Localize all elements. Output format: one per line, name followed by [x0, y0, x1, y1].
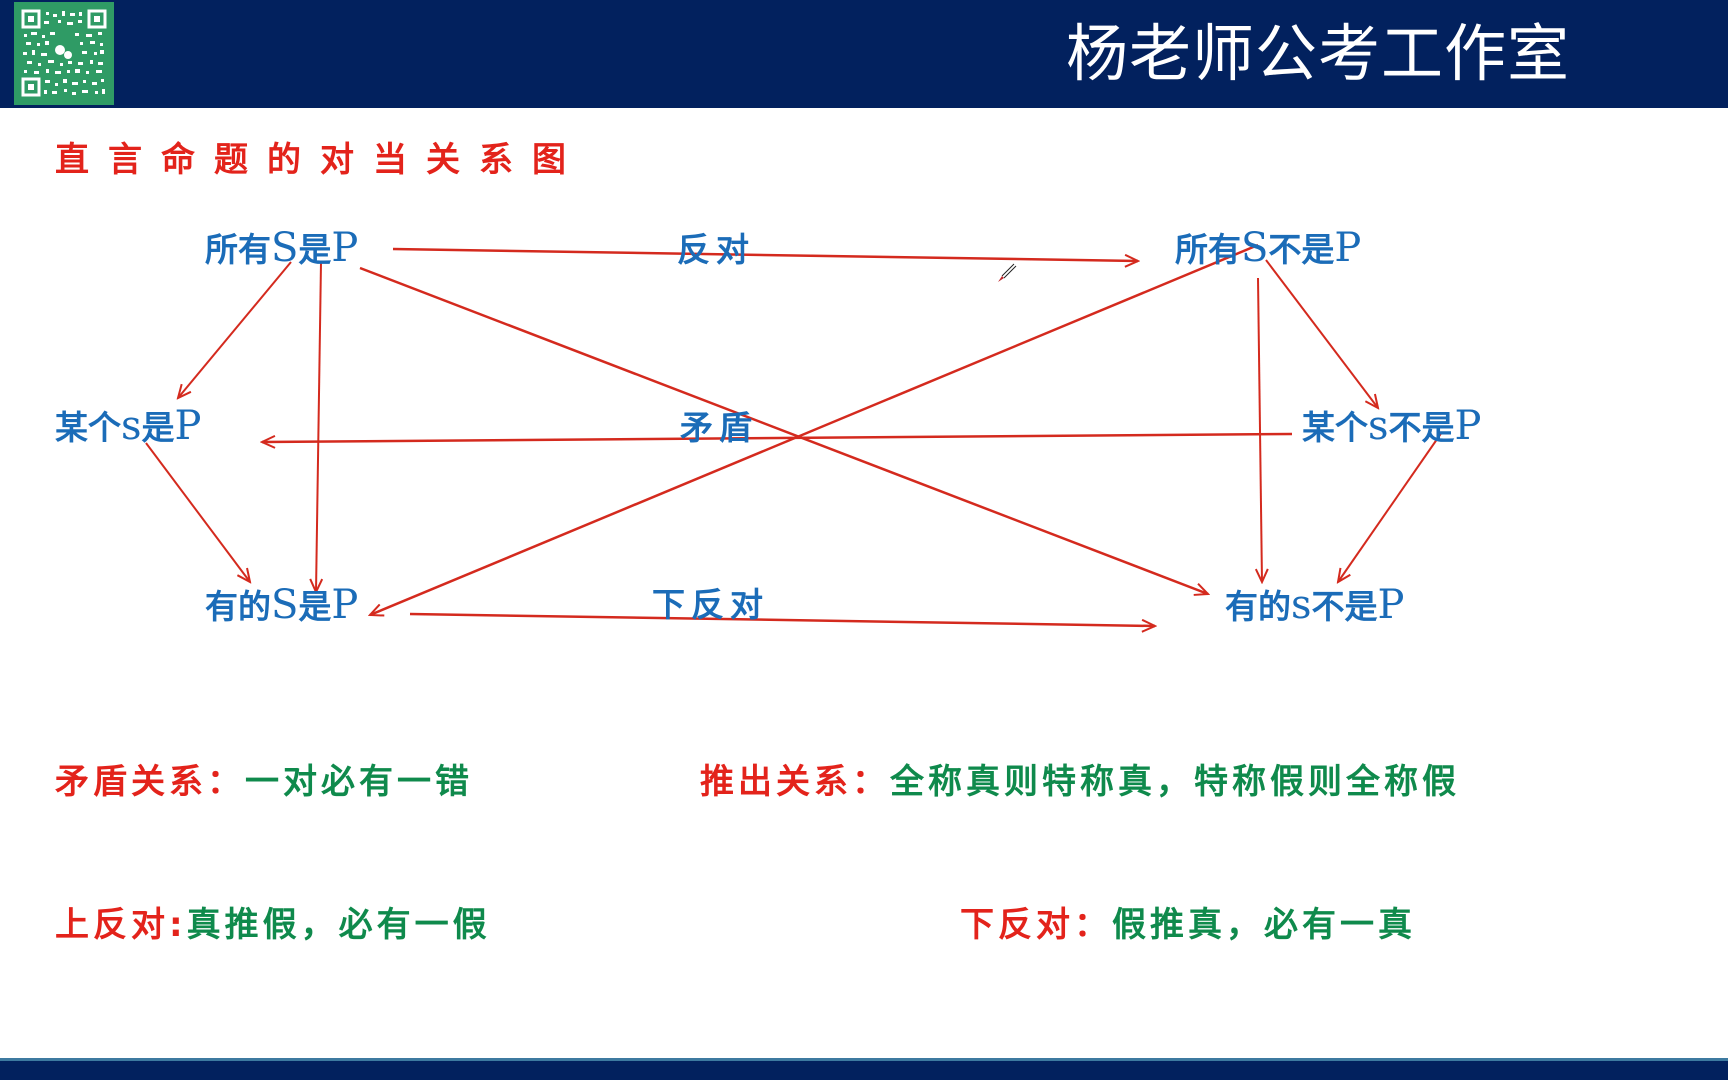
- node-predicate: P: [331, 225, 359, 271]
- node-subject: s: [1368, 403, 1389, 449]
- contradictory-arrow-e-to-i: [370, 243, 1259, 615]
- node-copula: 不是: [1388, 408, 1455, 447]
- node-subject: S: [271, 582, 299, 628]
- subalternation-arrow-singular-to-o: [1338, 431, 1443, 582]
- node-quantifier: 所有: [205, 230, 271, 269]
- rule-implication: 推出关系：全称真则特称真，特称假则全称假: [700, 760, 1460, 804]
- node-copula: 是: [141, 408, 175, 447]
- subalternation-arrow-a-to-singular: [178, 261, 292, 398]
- rule-text: 全称真则特称真，特称假则全称假: [890, 762, 1460, 802]
- rule-subcontrary: 下反对：假推真，必有一真: [960, 903, 1416, 947]
- diagram-title: 直言命题的对当关系图: [55, 140, 585, 180]
- node-all-s-is-p: 所有S是P: [205, 228, 358, 270]
- node-predicate: P: [1334, 225, 1362, 271]
- node-quantifier: 某个: [1302, 408, 1368, 447]
- node-some-s-is-p: 有的S是P: [205, 585, 358, 627]
- node-copula: 不是: [1311, 587, 1378, 626]
- contradictory-arrow-singular: [262, 432, 1293, 442]
- subalternation-arrow-a-to-i: [316, 261, 321, 592]
- rule-contrary: 上反对:真推假，必有一假: [55, 903, 491, 947]
- node-predicate: P: [331, 582, 359, 628]
- rule-label: 下反对：: [960, 905, 1112, 945]
- node-singular-s-is-p: 某个s是P: [55, 406, 201, 448]
- rule-label: 推出关系：: [700, 762, 890, 802]
- node-copula: 是: [298, 230, 332, 269]
- node-singular-s-is-not-p: 某个s不是P: [1302, 406, 1481, 448]
- pencil-cursor-icon: [998, 263, 1017, 282]
- rule-label: 矛盾关系：: [55, 762, 245, 802]
- node-subject: S: [1241, 225, 1269, 271]
- wechat-qr-code-icon: [14, 2, 114, 105]
- subcontrary-arrow: [409, 612, 1155, 626]
- node-all-s-is-not-p: 所有S不是P: [1175, 228, 1361, 270]
- subalternation-arrow-singular-to-i: [145, 442, 250, 582]
- brand-title: 杨老师公考工作室: [1066, 17, 1571, 90]
- label-contradictory: 矛盾: [680, 408, 758, 447]
- rule-text: 真推假，必有一假: [186, 905, 491, 945]
- node-copula: 是: [298, 587, 332, 626]
- node-subject: s: [1291, 582, 1312, 628]
- node-predicate: P: [1454, 403, 1482, 449]
- subalternation-arrow-e-to-singular: [1265, 259, 1378, 408]
- node-predicate: P: [174, 403, 202, 449]
- label-subcontrary: 下反对: [652, 585, 769, 624]
- label-contrary: 反对: [677, 230, 755, 269]
- contrary-arrow: [392, 247, 1138, 261]
- rule-contradictory: 矛盾关系：一对必有一错: [55, 760, 473, 804]
- node-quantifier: 所有: [1175, 230, 1241, 269]
- node-subject: S: [271, 225, 299, 271]
- footer-bar: [0, 1058, 1728, 1080]
- header-bar: 杨老师公考工作室: [0, 0, 1728, 108]
- rule-label: 上反对:: [55, 905, 187, 945]
- rule-text: 一对必有一错: [245, 762, 473, 802]
- node-predicate: P: [1377, 582, 1405, 628]
- node-copula: 不是: [1268, 230, 1335, 269]
- node-quantifier: 某个: [55, 408, 121, 447]
- contradictory-arrow-a-to-o: [359, 266, 1208, 594]
- node-some-s-is-not-p: 有的s不是P: [1225, 585, 1404, 627]
- subalternation-arrow-e-to-o: [1258, 277, 1262, 582]
- node-quantifier: 有的: [1225, 587, 1291, 626]
- rule-text: 假推真，必有一真: [1112, 905, 1416, 945]
- node-subject: s: [121, 403, 142, 449]
- node-quantifier: 有的: [205, 587, 271, 626]
